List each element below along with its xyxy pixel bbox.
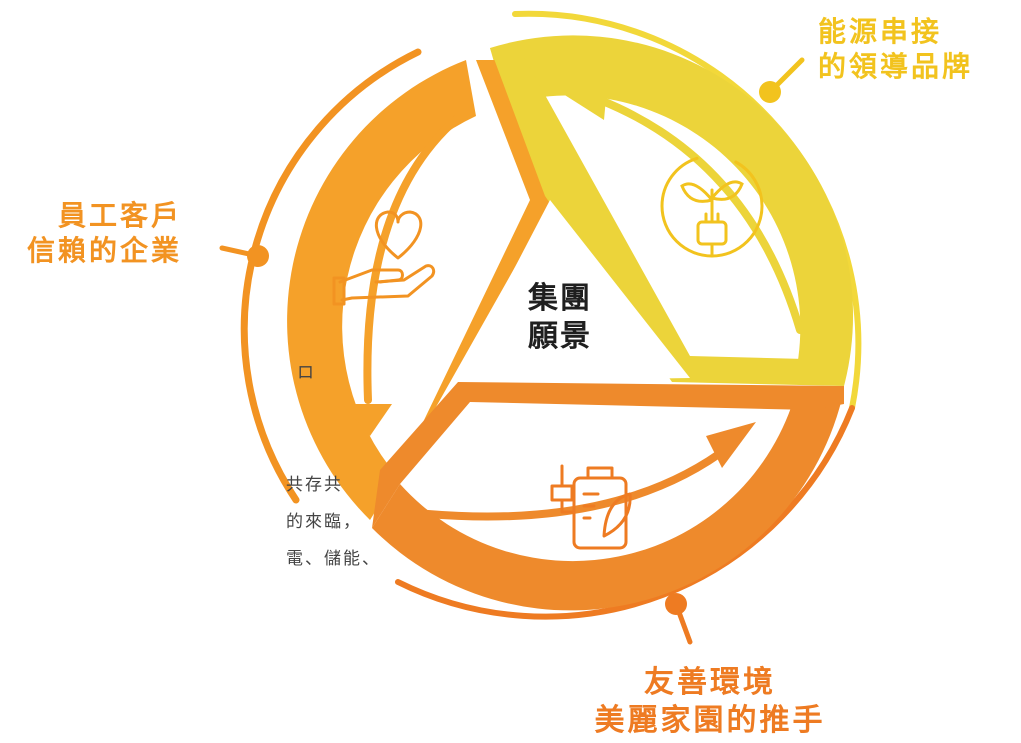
label-trust-line1: 員工客戶	[58, 199, 183, 232]
label-energy-line2: 的領導品牌	[818, 50, 974, 83]
label-environment: 友善環境 美麗家園的推手	[570, 664, 850, 739]
center-label: 集團 願景	[515, 280, 605, 355]
label-trusted-enterprise: 員工客戶 信賴的企業	[22, 198, 182, 268]
outer-arc-bottom	[395, 405, 855, 620]
label-trust-line2: 信賴的企業	[27, 234, 183, 267]
arrow-energy	[596, 96, 804, 334]
center-line1: 集團	[528, 281, 592, 316]
text-fragment-2: 共存共	[286, 475, 343, 495]
label-env-line1: 友善環境	[644, 665, 776, 700]
center-triangle	[455, 200, 690, 382]
dot-trust	[247, 245, 269, 267]
battery-leaf-icon	[550, 464, 632, 550]
arrow-trust-head	[342, 404, 392, 436]
plant-plug-icon	[660, 154, 764, 258]
dot-energy	[759, 81, 781, 103]
label-env-line2: 美麗家園的推手	[594, 702, 826, 738]
center-line2: 願景	[528, 318, 592, 354]
arrow-environment	[424, 442, 734, 521]
text-fragment-4: 電、儲能、	[286, 549, 381, 569]
segment-energy	[490, 35, 854, 386]
band-environment	[372, 382, 844, 528]
arrow-energy-head	[560, 76, 608, 120]
segment-environment	[372, 390, 844, 611]
label-energy-line1: 能源串接	[818, 15, 943, 48]
text-fragment-1: ロ	[297, 363, 316, 383]
heart-hand-icon	[332, 210, 436, 306]
dot-env	[665, 593, 687, 615]
arrow-trust	[363, 112, 464, 404]
text-fragment-3: 的來臨，	[286, 512, 362, 532]
label-energy-brand: 能源串接 的領導品牌	[818, 14, 973, 84]
arrow-environment-head	[706, 422, 756, 468]
segment-trust	[287, 60, 476, 520]
